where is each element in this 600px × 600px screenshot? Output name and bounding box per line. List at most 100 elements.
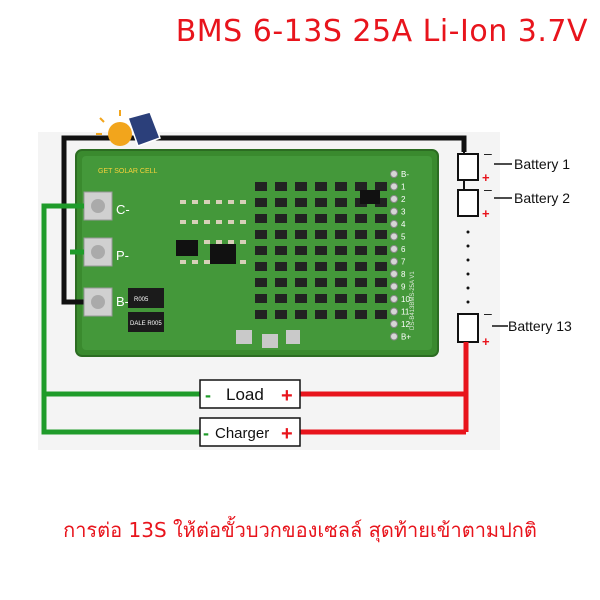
mosfet-chip [335,182,347,191]
mosfet-chip [375,198,387,207]
smd-part [192,200,198,204]
pin-label: 5 [401,233,406,242]
battery-cell [457,153,479,181]
mosfet-chip [295,246,307,255]
battery-13: – + Battery 13 [457,305,572,349]
mosfet-chip [315,198,327,207]
mosfet-chip [295,310,307,319]
terminal-label: C- [116,202,130,217]
load-box: - Load + [199,379,301,409]
mosfet-chip [375,294,387,303]
green-wire-charger [41,203,200,435]
smd-part [228,220,234,224]
mosfet-chip [355,246,367,255]
shunt-resistor [128,288,164,308]
page-title: BMS 6-13S 25A Li-Ion 3.7V [175,14,588,49]
pin-hole [390,282,398,291]
minus-sign: - [203,423,209,443]
mosfet-chip [275,246,287,255]
smd-part [192,260,198,264]
terminal-label: P- [116,248,129,263]
capacitor [262,334,278,348]
mosfet-chip [315,262,327,271]
pin-label: 10 [401,295,410,304]
mosfet-chip [295,294,307,303]
black-wire [61,135,467,305]
minus-sign: – [484,181,492,197]
smd-part [204,260,210,264]
mosfet-chip [295,182,307,191]
smd-part [240,240,246,244]
pin-hole [390,207,398,216]
charger-box: - Charger + [199,417,301,447]
solar-panel-icon [127,111,161,147]
pin-label: 1 [401,183,406,192]
pin-hole [390,220,398,228]
pcb-components [176,182,387,348]
smd-part [240,200,246,204]
mosfet-chip [275,230,287,239]
mosfet-chip [255,214,267,223]
smd-part [228,240,234,244]
sun-icon [108,122,132,146]
mosfet-chip [255,182,267,191]
pin-label: 12 [401,320,410,329]
mosfet-chip [255,262,267,271]
capacitor [236,330,252,344]
mosfet-chip [275,278,287,287]
minus-sign: – [484,305,492,321]
capacitor [286,330,300,344]
pin-label: 9 [401,283,406,292]
pin-label: 6 [401,245,406,254]
battery-label: Battery 2 [514,190,570,206]
mosfet-chip [335,198,347,207]
mosfet-chip [335,262,347,271]
ellipsis-dots [466,230,470,304]
smd-part [216,200,222,204]
mosfet-chip [315,182,327,191]
mosfet-chip [255,246,267,255]
mosfet-chip [275,182,287,191]
battery-1: – + Battery 1 [457,145,570,185]
mosfet-chip [295,230,307,239]
smd-part [204,240,210,244]
mosfet-chip [335,214,347,223]
mosfet-chip [375,230,387,239]
mosfet-chip [375,310,387,319]
mosfet-chip [375,262,387,271]
pin-hole [390,320,398,328]
plus-sign: + [281,385,293,407]
smd-part [180,220,186,224]
pin-label: 3 [401,208,406,217]
mosfet-chip [375,278,387,287]
pin-hole [390,295,398,303]
mosfet-chip [275,294,287,303]
mosfet-chip [255,310,267,319]
pin-hole [390,307,398,316]
mosfet-chip [375,214,387,223]
smd-part [216,240,222,244]
mosfet-chip [315,214,327,223]
terminal-label: B- [116,294,129,309]
solar-logo: GET SOLAR CELL [96,110,161,175]
pin-label: 7 [401,258,406,267]
mosfet-chip [295,214,307,223]
plus-sign: + [482,170,490,185]
mosfet-chip [255,198,267,207]
mosfet-chip [295,278,307,287]
pin-label: 2 [401,195,406,204]
pin-hole [390,257,398,266]
smd-part [204,220,210,224]
terminal-pads: C- P- B- [83,191,130,317]
mosfet-chip [315,278,327,287]
minus-sign: – [484,145,492,161]
smd-part [180,260,186,264]
pin-label: 8 [401,270,406,279]
pin-hole [390,270,398,278]
mosfet-chip [275,198,287,207]
smd-part [216,220,222,224]
mosfet-chip [315,294,327,303]
pin-hole [390,245,398,253]
mosfet-chip [275,310,287,319]
shunt-resistor [128,312,164,332]
